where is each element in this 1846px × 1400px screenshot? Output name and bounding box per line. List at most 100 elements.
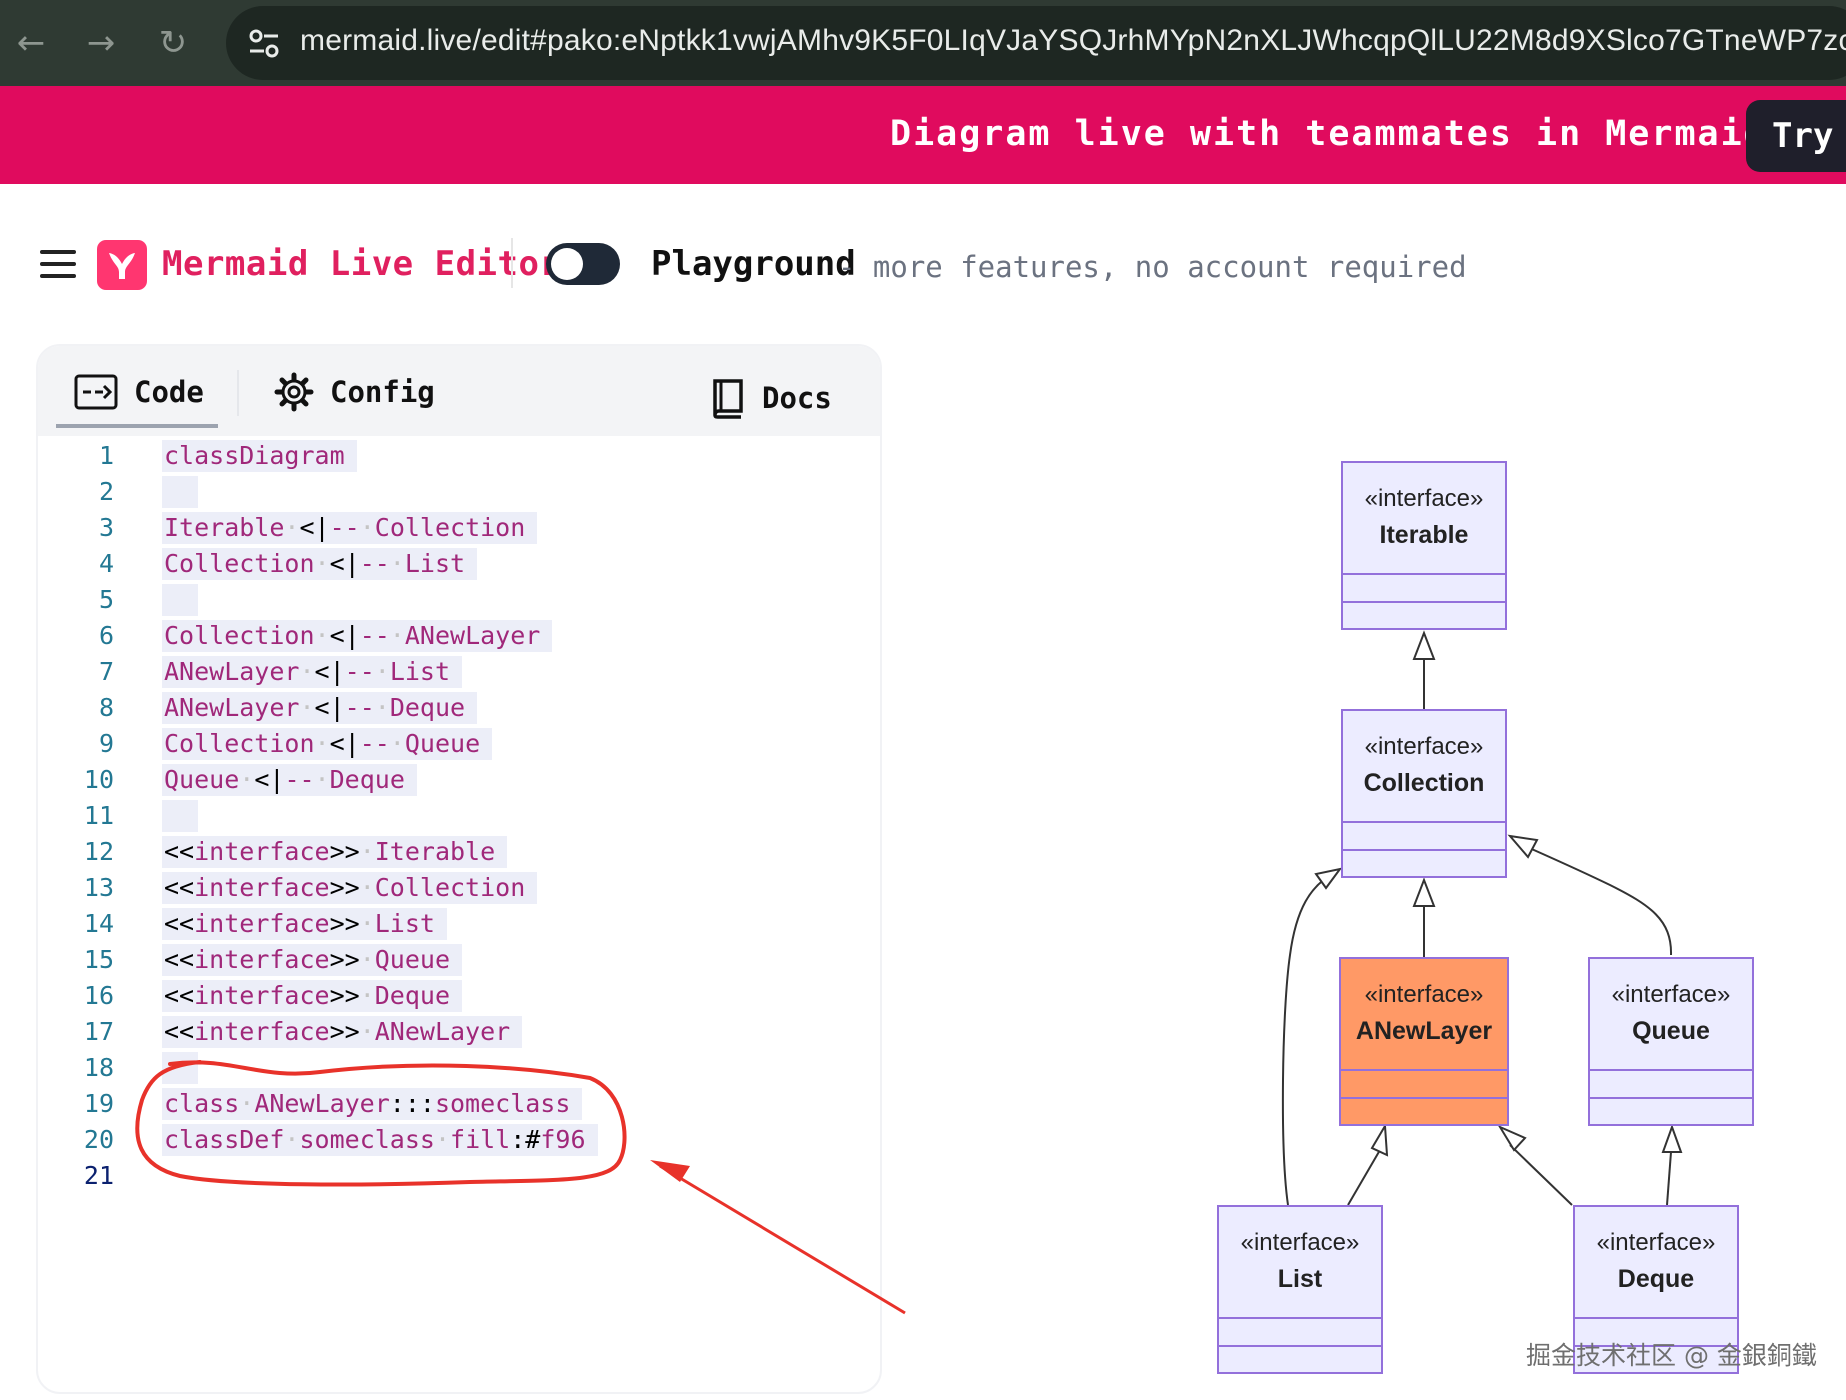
gear-icon	[274, 372, 314, 412]
line-number: 1	[98, 441, 114, 470]
class-node-anewlayer[interactable]: «interface» ANewLayer	[1339, 957, 1509, 1126]
arrowhead-collection-from-anewlayer	[1412, 877, 1436, 907]
header-divider	[511, 238, 513, 288]
code-text[interactable]	[162, 800, 198, 832]
node-stereotype: «interface»	[1364, 981, 1484, 1008]
code-text[interactable]	[162, 476, 198, 508]
code-line[interactable]: 17<<interface>>·ANewLayer	[38, 1014, 880, 1050]
class-node-list[interactable]: «interface» List	[1217, 1205, 1383, 1374]
class-node-deque[interactable]: «interface» Deque	[1573, 1205, 1739, 1374]
line-number: 21	[83, 1161, 114, 1190]
code-line[interactable]: 12 <<interface>>·Iterable	[38, 834, 880, 870]
edge-deque-queue	[1666, 1151, 1672, 1206]
node-stereotype: «interface»	[1364, 485, 1484, 512]
code-line[interactable]: 7 ANewLayer·<|--·List	[38, 654, 880, 690]
line-number: 7	[98, 657, 114, 686]
code-text[interactable]	[162, 584, 198, 616]
line-number: 20	[83, 1125, 114, 1154]
code-text[interactable]: Queue·<|--·Deque	[162, 764, 417, 796]
code-line[interactable]: 16<<interface>>·Deque	[38, 978, 880, 1014]
code-text[interactable]: <<interface>>·ANewLayer	[162, 1016, 523, 1048]
reload-icon[interactable]: ↻	[158, 23, 188, 63]
class-node-queue[interactable]: «interface» Queue	[1588, 957, 1754, 1126]
menu-icon[interactable]	[40, 250, 76, 278]
code-text[interactable]: <<interface>>·Queue	[162, 944, 463, 976]
book-icon	[713, 379, 743, 419]
code-line[interactable]: 5	[38, 582, 880, 618]
arrowhead-collection-from-queue	[1507, 834, 1539, 859]
code-line[interactable]: 2	[38, 474, 880, 510]
code-line[interactable]: 6 Collection·<|--·ANewLayer	[38, 618, 880, 654]
code-line[interactable]: 14 <<interface>>·List	[38, 906, 880, 942]
code-text[interactable]: Collection·<|--·Queue	[162, 728, 493, 760]
code-line[interactable]: 4 Collection·<|--·List	[38, 546, 880, 582]
arrowhead-anewlayer-from-list	[1370, 1122, 1389, 1157]
line-number: 14	[83, 909, 114, 938]
arrowhead-collection-from-list	[1314, 867, 1343, 890]
code-text[interactable]: <<interface>>·Deque	[162, 980, 463, 1012]
browser-toolbar: ← → ↻ mermaid.live/edit#pako:eNptkk1vwjA…	[0, 0, 1846, 86]
url-text[interactable]: mermaid.live/edit#pako:eNptkk1vwjAMhv9K5…	[300, 24, 1846, 57]
code-line[interactable]: 21	[38, 1158, 880, 1194]
code-line[interactable]: 15 <<interface>>·Queue	[38, 942, 880, 978]
tab-config[interactable]: Config	[274, 370, 435, 414]
code-line[interactable]: 8 ANewLayer·<|--·Deque	[38, 690, 880, 726]
editor-panel: Code Config Docs	[36, 344, 882, 1394]
class-node-collection[interactable]: «interface» Collection	[1341, 709, 1507, 878]
code-text[interactable]: <<interface>>·Iterable	[162, 836, 508, 868]
edge-deque-anewlayer	[1509, 1144, 1573, 1206]
code-line[interactable]: 1 classDiagram	[38, 438, 880, 474]
watermark: 掘金技术社区 @ 金銀銅鐵	[1526, 1341, 1817, 1370]
code-text[interactable]: ANewLayer·<|--·List	[162, 656, 463, 688]
docs-link[interactable]: Docs	[710, 376, 832, 420]
class-node-iterable[interactable]: «interface» Iterable	[1341, 461, 1507, 630]
line-number: 12	[83, 837, 114, 866]
node-name: Deque	[1617, 1265, 1695, 1293]
code-line[interactable]: 13 <<interface>>·Collection	[38, 870, 880, 906]
line-number: 13	[83, 873, 114, 902]
edge-queue-collection	[1515, 841, 1673, 956]
code-text[interactable]: Iterable·<|--·Collection	[162, 512, 538, 544]
code-text[interactable]: classDiagram	[162, 440, 357, 472]
app-title[interactable]: Mermaid Live Editor	[162, 244, 561, 284]
code-icon	[74, 374, 118, 410]
tab-code-label: Code	[134, 375, 204, 409]
code-text[interactable]: Collection·<|--·ANewLayer	[162, 620, 553, 652]
playground-label: Playground	[651, 244, 856, 284]
node-stereotype: «interface»	[1596, 1229, 1716, 1256]
node-name: List	[1277, 1265, 1323, 1293]
line-number: 15	[83, 945, 114, 974]
node-stereotype: «interface»	[1240, 1229, 1360, 1256]
code-line[interactable]: 11	[38, 798, 880, 834]
arrowhead-iterable	[1412, 630, 1436, 660]
tab-config-label: Config	[330, 375, 435, 409]
edge-list-collection	[1281, 871, 1337, 1206]
address-bar[interactable]: mermaid.live/edit#pako:eNptkk1vwjAMhv9K5…	[226, 6, 1846, 80]
line-number: 6	[98, 621, 114, 650]
line-number: 3	[98, 513, 114, 542]
site-settings-icon[interactable]	[244, 23, 284, 63]
tab-code[interactable]: Code	[74, 370, 204, 414]
code-text[interactable]: <<interface>>·List	[162, 908, 447, 940]
node-name: Iterable	[1379, 521, 1469, 549]
code-line[interactable]: 3 Iterable·<|--·Collection	[38, 510, 880, 546]
line-number: 8	[98, 693, 114, 722]
code-text[interactable]: ANewLayer·<|--·Deque	[162, 692, 478, 724]
code-text[interactable]: Collection·<|--·List	[162, 548, 478, 580]
tab-divider	[237, 370, 239, 416]
playground-toggle[interactable]	[546, 243, 620, 285]
forward-arrow-icon[interactable]: →	[86, 23, 116, 63]
arrowhead-anewlayer-from-deque	[1497, 1124, 1527, 1152]
editor-tabbar: Code Config Docs	[38, 346, 880, 436]
promo-text: Diagram live with teammates in Mermaid C…	[890, 114, 1846, 154]
try-now-button[interactable]: Try n	[1746, 100, 1846, 172]
line-number: 4	[98, 549, 114, 578]
arrowhead-queue	[1661, 1124, 1683, 1153]
mermaid-logo	[97, 240, 147, 290]
code-text[interactable]: <<interface>>·Collection	[162, 872, 538, 904]
node-name: ANewLayer	[1355, 1017, 1493, 1045]
line-number: 19	[83, 1089, 114, 1118]
back-arrow-icon[interactable]: ←	[16, 23, 46, 63]
